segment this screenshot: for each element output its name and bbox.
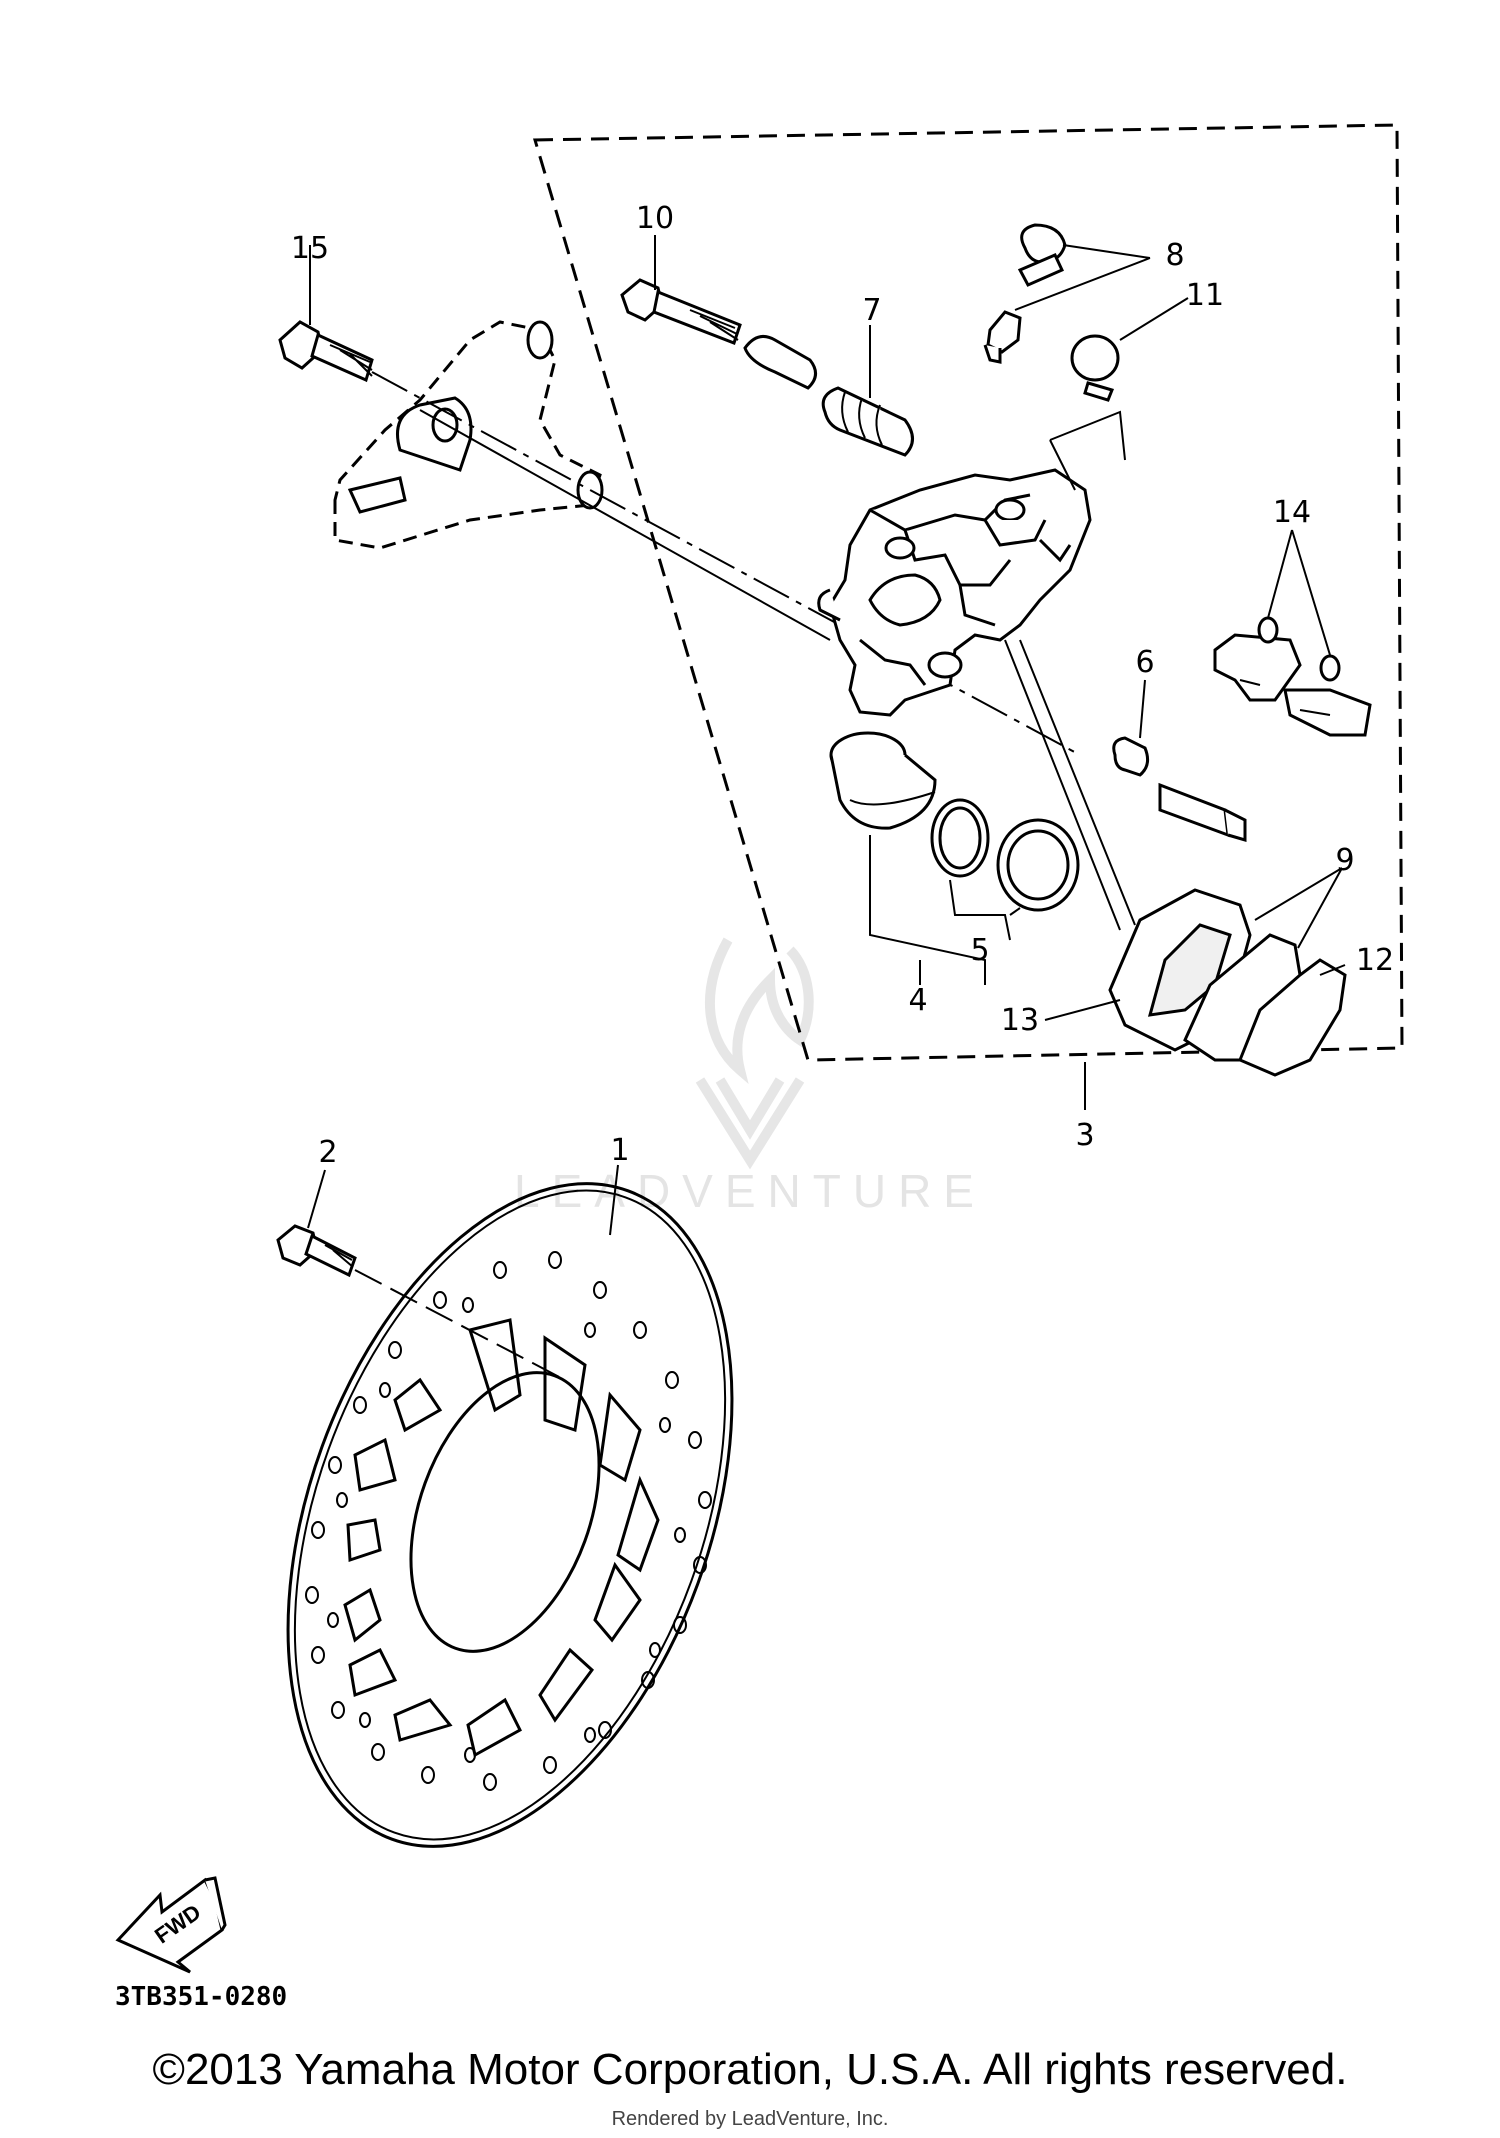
axis-line-bolt-2 [354, 1269, 566, 1381]
leader-9 [1254, 867, 1343, 949]
piston-4 [829, 731, 937, 830]
callout-10: 10 [636, 201, 674, 236]
bolt-15 [278, 320, 374, 383]
pad-support-14 [1213, 616, 1372, 737]
leader-12 [1319, 964, 1346, 976]
brake-disc-1 [286, 1182, 734, 1848]
callout-13: 13 [1001, 1003, 1039, 1038]
leader-8 [1014, 244, 1151, 311]
callout-15: 15 [291, 231, 329, 266]
callout-7: 7 [862, 293, 881, 328]
caliper-body [817, 468, 1092, 717]
disc-holes [305, 1251, 712, 1791]
callout-12: 12 [1356, 943, 1394, 978]
bolt-10 [620, 278, 742, 345]
axis-line-bolt-15 [371, 371, 1081, 756]
part-code: 3TB351-0280 [115, 1982, 287, 2012]
sleeve [743, 334, 817, 390]
callout-labels: 1 2 3 4 5 6 7 8 9 10 11 12 13 14 15 [291, 201, 1394, 1170]
leader-2 [307, 1169, 326, 1229]
callout-4: 4 [908, 983, 927, 1018]
brake-pads-9 [1108, 888, 1347, 1077]
watermark-logo [695, 937, 814, 1170]
axis-line-pin [419, 409, 831, 641]
leader-1 [609, 1164, 619, 1236]
caliper-assembly-boundary [533, 123, 1404, 1062]
bolt-2 [276, 1224, 357, 1278]
leader-14 [1267, 529, 1331, 656]
callout-3: 3 [1075, 1118, 1094, 1153]
cap-11 [1070, 334, 1120, 402]
callout-14: 14 [1273, 495, 1311, 530]
leader-4 [869, 835, 986, 985]
boot-7 [821, 386, 914, 457]
copyright-notice: ©2013 Yamaha Motor Corporation, U.S.A. A… [152, 2045, 1348, 2094]
rendered-by-notice: Rendered by LeadVenture, Inc. [611, 2108, 889, 2130]
caliper-bracket [333, 320, 604, 550]
callout-9: 9 [1335, 843, 1354, 878]
callout-11: 11 [1186, 278, 1224, 313]
pin-6 [1112, 736, 1247, 843]
leader-caliper-seal [1004, 639, 1136, 931]
bleed-screw-8 [983, 223, 1067, 364]
leader-5 [949, 879, 1021, 941]
callout-1: 1 [610, 1133, 629, 1168]
leader-6 [1139, 679, 1146, 739]
leader-caliper-pads [1049, 410, 1126, 491]
leader-11 [1119, 297, 1189, 341]
callout-5: 5 [970, 933, 989, 968]
callout-8: 8 [1165, 238, 1184, 273]
leader-13 [1044, 999, 1121, 1021]
callout-6: 6 [1135, 645, 1154, 680]
seal-5 [930, 798, 1080, 912]
callout-2: 2 [318, 1135, 337, 1170]
fwd-arrow-icon: FWD [115, 1876, 227, 1974]
